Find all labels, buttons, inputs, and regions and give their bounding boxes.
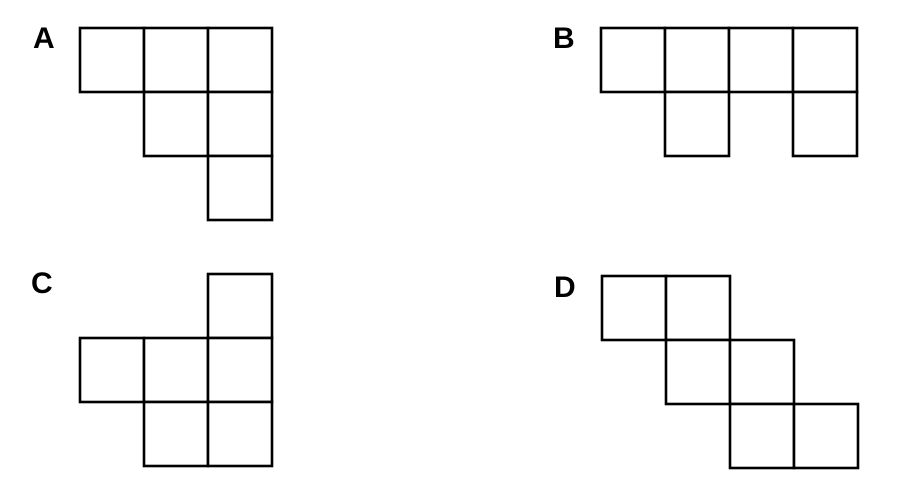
figure-label-d: D — [554, 271, 576, 304]
figure-c-shape — [78, 272, 274, 468]
unit-square — [78, 26, 146, 94]
unit-square — [663, 90, 731, 158]
figure-label-a: A — [33, 22, 55, 55]
unit-square — [599, 26, 667, 94]
figure-a-shape — [78, 26, 274, 222]
unit-square — [727, 26, 795, 94]
unit-square — [728, 338, 796, 406]
unit-square — [663, 26, 731, 94]
unit-square — [206, 90, 274, 158]
unit-square — [206, 400, 274, 468]
unit-square — [142, 336, 210, 404]
unit-square — [791, 26, 859, 94]
unit-square — [206, 272, 274, 340]
unit-square — [206, 154, 274, 222]
figure-d-shape — [600, 274, 860, 470]
unit-square — [791, 90, 859, 158]
unit-square — [142, 26, 210, 94]
unit-square — [600, 274, 668, 342]
unit-square — [142, 90, 210, 158]
figure-label-b: B — [553, 22, 575, 55]
unit-square — [728, 402, 796, 470]
unit-square — [206, 336, 274, 404]
unit-square — [142, 400, 210, 468]
unit-square — [792, 402, 860, 470]
unit-square — [664, 274, 732, 342]
figure-label-c: C — [31, 267, 53, 300]
unit-square — [78, 336, 146, 404]
unit-square — [664, 338, 732, 406]
figure-b-shape — [599, 26, 859, 158]
unit-square — [206, 26, 274, 94]
